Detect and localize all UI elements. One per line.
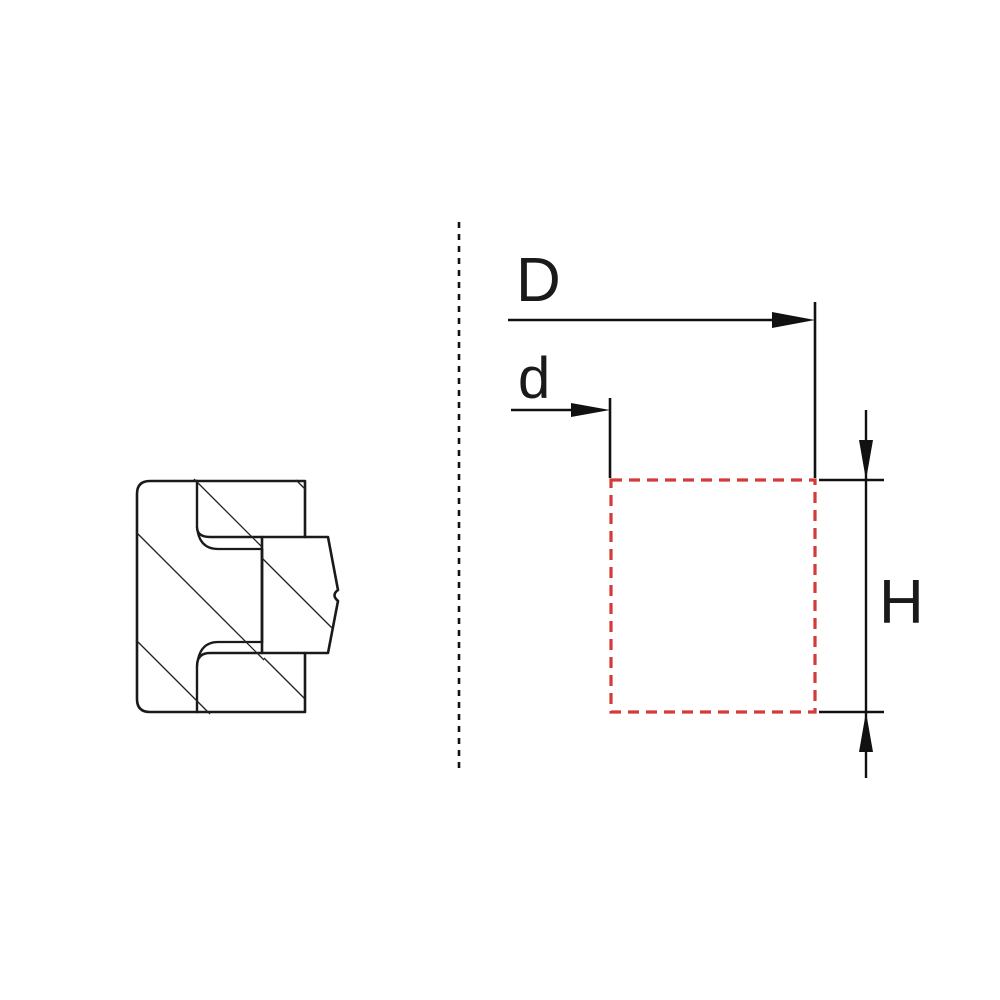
hatching (135, 478, 334, 715)
dimension-d (511, 398, 612, 478)
cross-section (135, 479, 340, 714)
channel-lower-outer (195, 651, 264, 714)
channel-upper-inner (195, 525, 264, 551)
insert-block (260, 535, 340, 655)
channel-upper-outer (195, 479, 264, 539)
label-height: H (879, 568, 924, 637)
channel-lower-inner (195, 640, 264, 668)
housing-upper (195, 479, 307, 539)
body-outline (135, 479, 199, 714)
label-inner-diameter: d (518, 346, 551, 411)
dimension-H (819, 410, 884, 778)
label-outer-diameter: D (516, 246, 561, 315)
dimension-D (508, 302, 817, 478)
seal-envelope (609, 478, 817, 714)
housing-lower (195, 651, 307, 714)
